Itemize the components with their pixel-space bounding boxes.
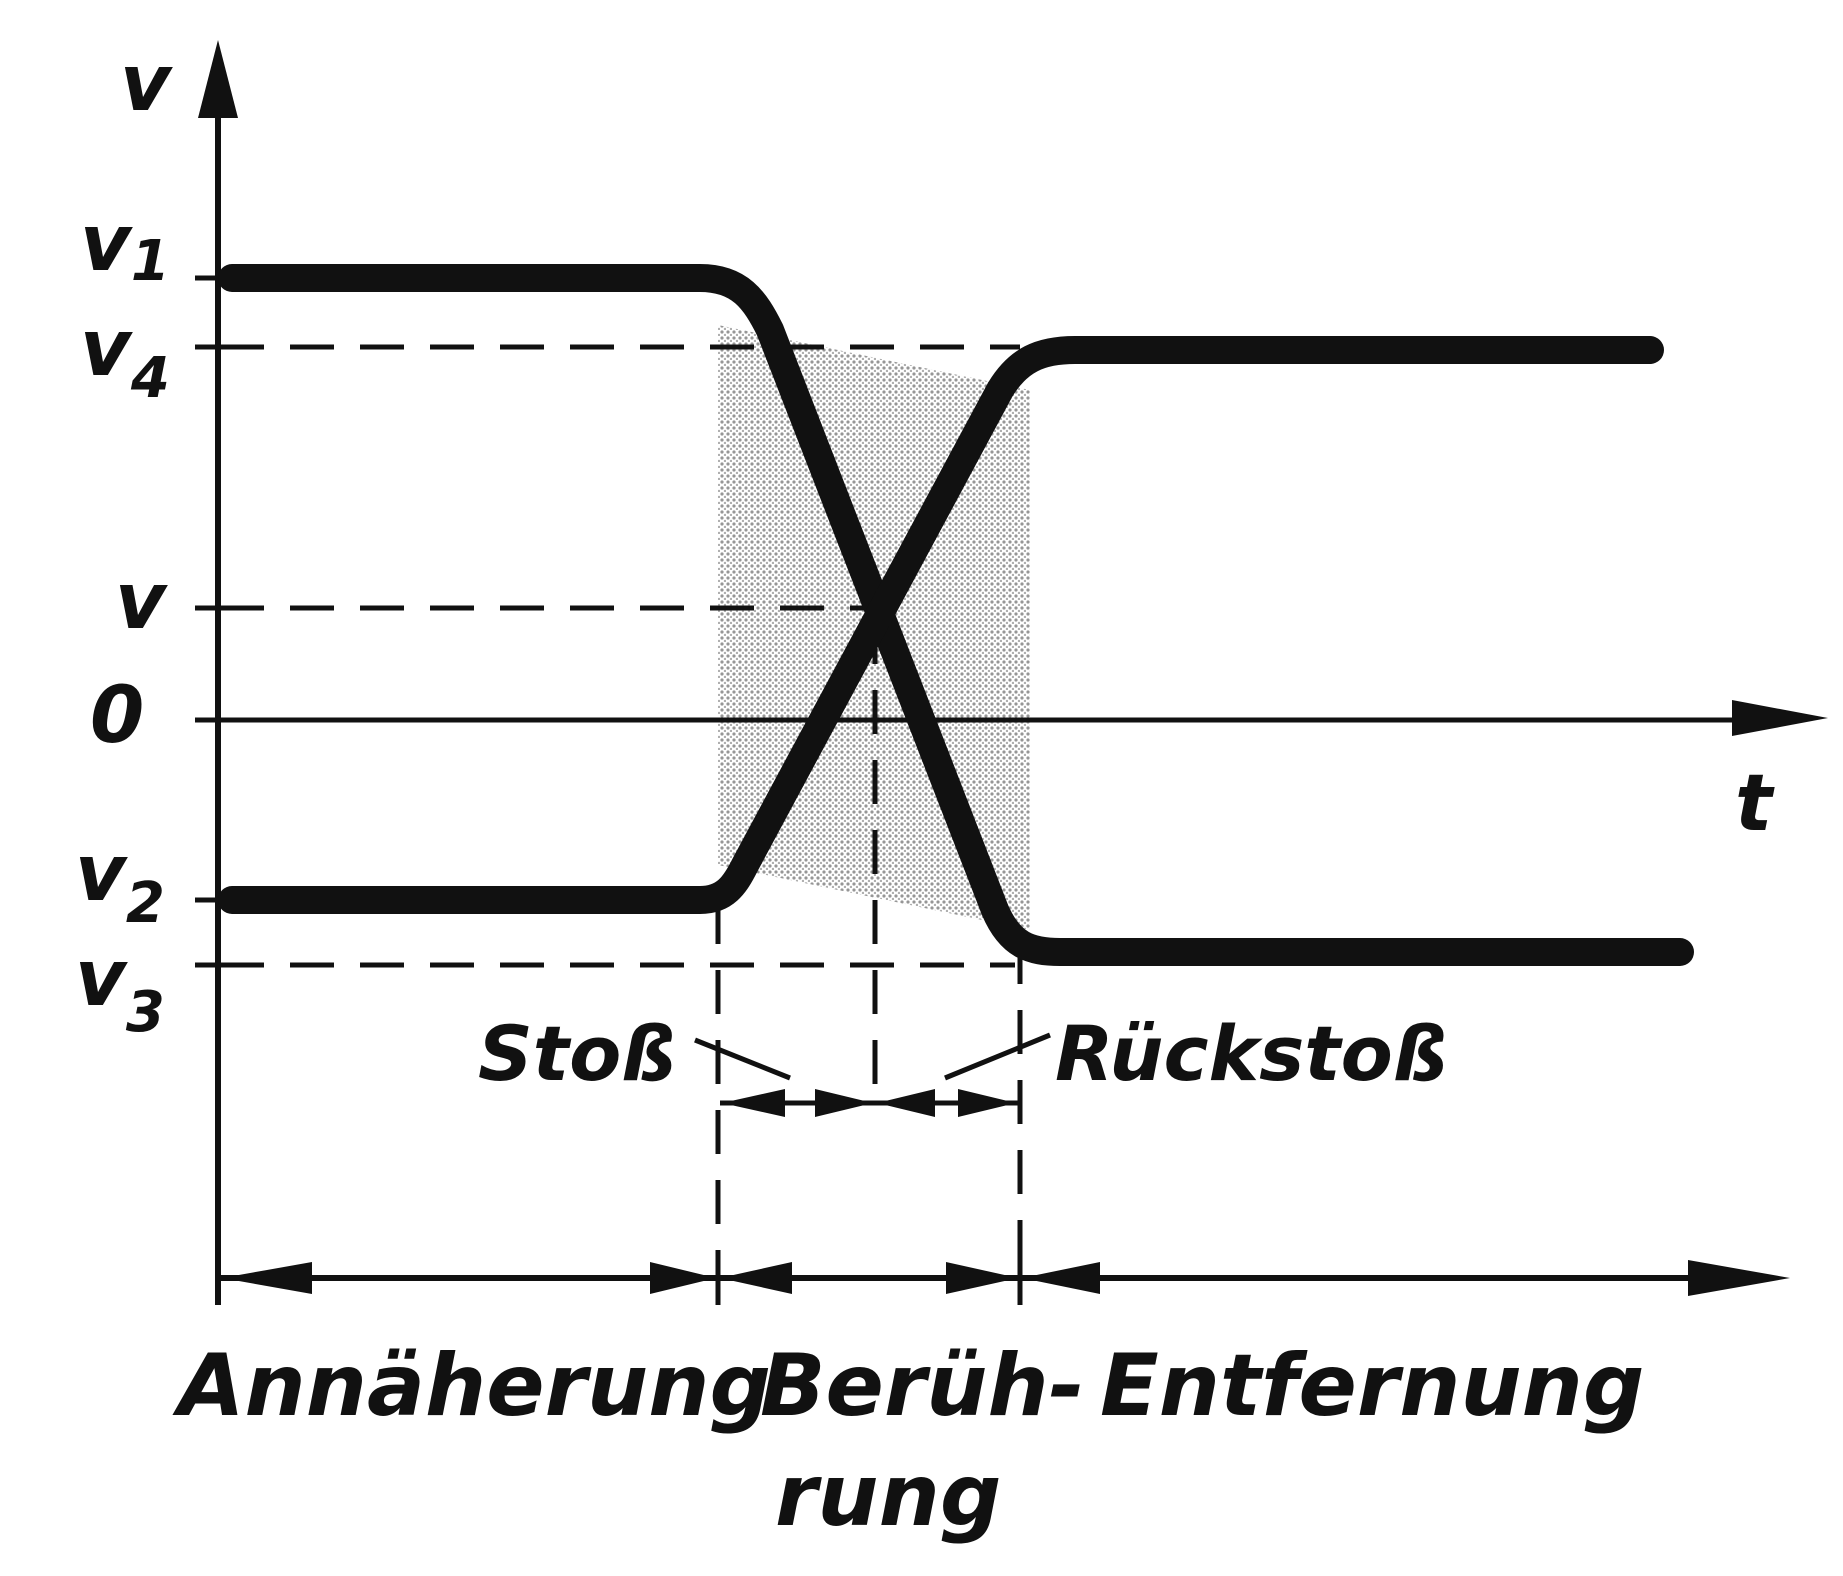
impact-label: Stoß [478,1009,676,1098]
body2-velocity-curve [218,336,1664,914]
y-axis-ticks [195,275,240,968]
v2-level-label: v2 [75,829,165,936]
contact-phase-label-line2: rung [775,1446,1001,1546]
impact-duration-dimension [720,1089,1018,1117]
v4-level-label: v4 [80,304,170,411]
x-axis-arrowhead [1732,700,1828,736]
v-level-label: v [115,557,168,647]
impact-right-arrowhead [815,1089,873,1117]
y-axis-label: v [120,39,173,129]
approach-phase-label: Annäherung [172,1336,771,1436]
x-axis-label: t [1735,759,1775,849]
contact-left-arrowhead [720,1262,792,1294]
rebound-left-arrowhead [877,1089,935,1117]
v3-level-label: v3 [75,934,165,1045]
impact-leader-line [694,1037,791,1081]
contact-right-arrowhead [946,1262,1018,1294]
v1-level-label: v1 [80,199,170,294]
rebound-right-arrowhead [958,1089,1016,1117]
y-axis-arrowhead [198,40,238,118]
body1-velocity-curve [218,264,1694,966]
approach-left-arrowhead [222,1262,312,1294]
rebound-label: Rückstoß [1055,1009,1448,1098]
separation-phase-label: Entfernung [1100,1336,1644,1436]
contact-phase-label-line1: Berüh- [760,1336,1084,1436]
impact-left-arrowhead [722,1089,785,1117]
rebound-leader-line [944,1032,1051,1081]
approach-right-arrowhead [650,1262,716,1294]
separation-right-arrowhead [1688,1260,1790,1296]
zero-level-label: 0 [90,671,144,761]
phase-timeline [218,1255,1790,1305]
separation-left-arrowhead [1022,1262,1100,1294]
